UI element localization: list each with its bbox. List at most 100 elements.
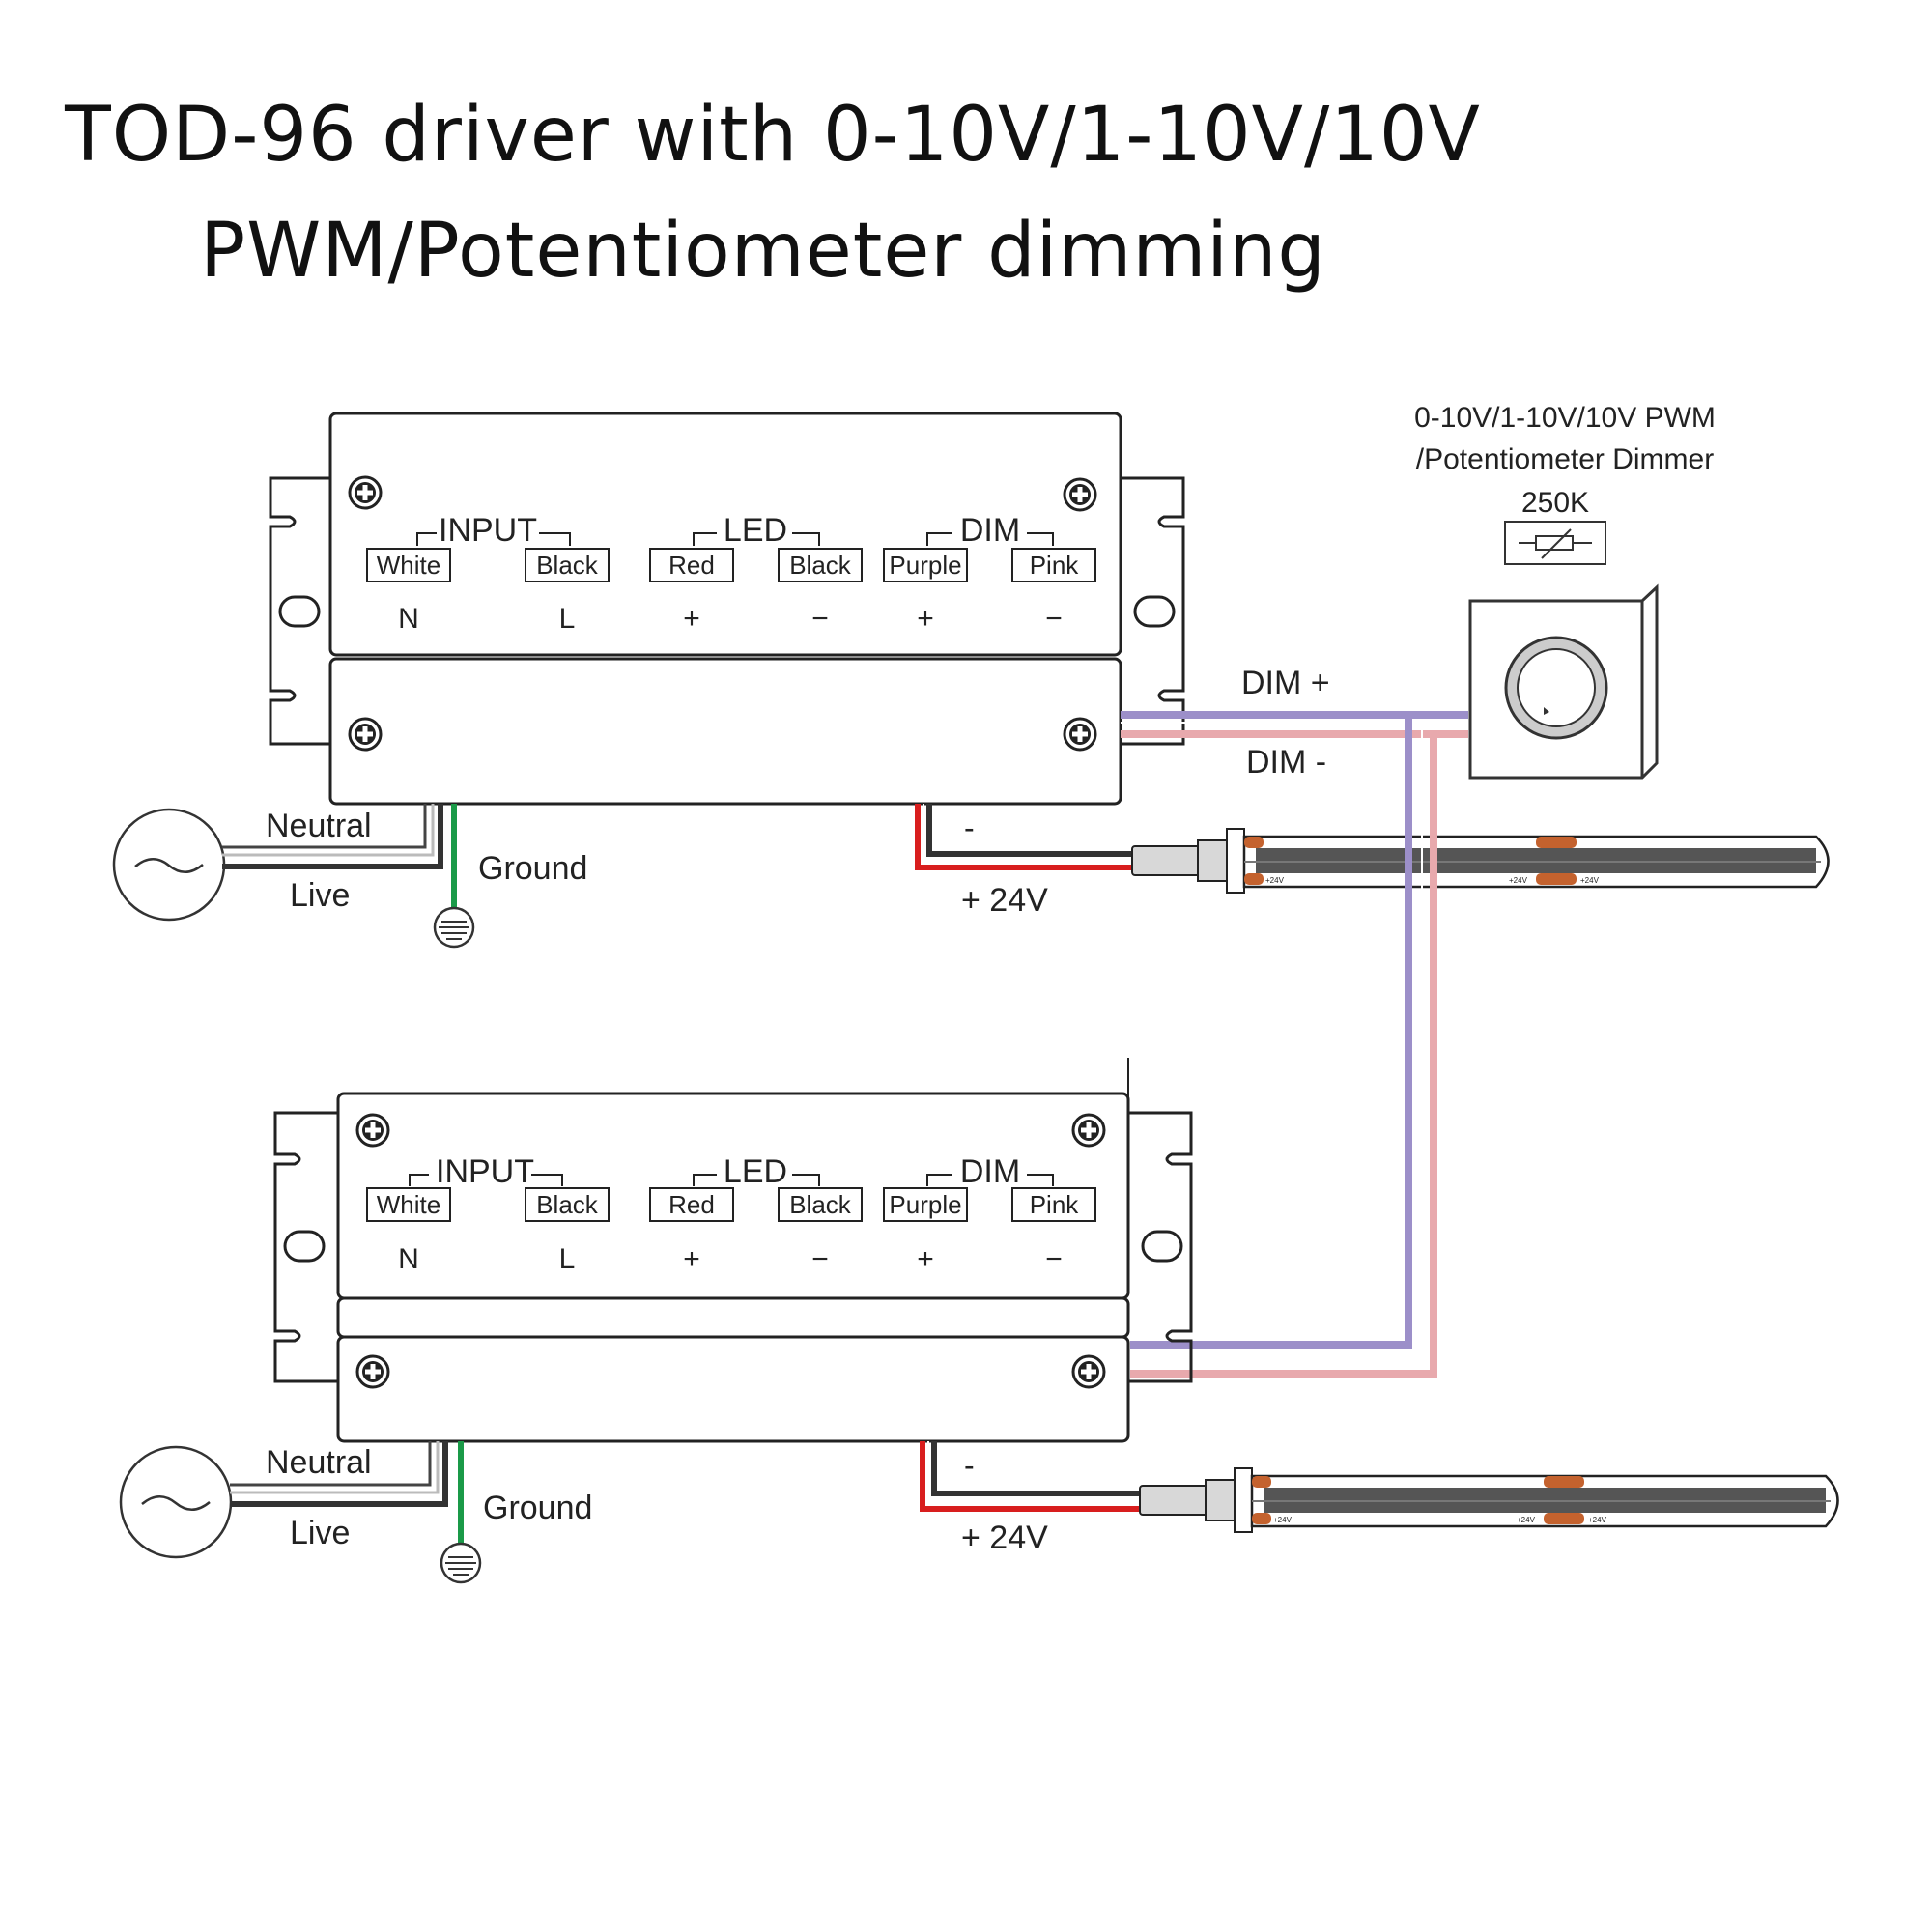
ground-label: Ground (478, 850, 587, 887)
polarity-label: − (1045, 1243, 1063, 1275)
led-minus-label: - (964, 1448, 975, 1483)
driver-top-panel (328, 412, 1122, 657)
terminal-label: Black (789, 1190, 852, 1219)
ground-label: Ground (483, 1490, 592, 1526)
group-input: INPUT (439, 512, 537, 549)
left-bracket (273, 1111, 340, 1383)
bracket-slot (1133, 595, 1176, 628)
terminal-row: White Black Red Black Purple Pink N L + … (366, 548, 1096, 635)
screw-icon (348, 717, 383, 752)
terminal-label: Red (668, 1190, 715, 1219)
driver-1: INPUT LED DIM White Black Red Black Purp… (269, 412, 1185, 806)
screw-icon (355, 1354, 390, 1389)
terminal-label: Black (536, 1190, 599, 1219)
polarity-label: + (683, 1243, 700, 1275)
terminal-label: White (377, 551, 440, 580)
strip-pad (1544, 1513, 1584, 1524)
live-label: Live (290, 877, 350, 914)
dim-plus-wire (1130, 715, 1412, 1349)
bracket-slot (278, 595, 321, 628)
screw-icon (348, 475, 383, 510)
screw-icon (1071, 1113, 1106, 1148)
polarity-label: − (1045, 603, 1063, 635)
strip-connector (1131, 845, 1201, 876)
screw-icon (1063, 477, 1097, 512)
strip-connector (1139, 1485, 1208, 1516)
ground-icon (440, 1542, 482, 1584)
screw-icon (355, 1113, 390, 1148)
ground-icon (433, 906, 475, 949)
bracket-slot (1141, 1230, 1183, 1263)
strip-pad-label: +24V (1265, 876, 1285, 885)
live-wire (222, 804, 443, 869)
group-dim: DIM (960, 1153, 1020, 1190)
polarity-label: + (917, 1243, 934, 1275)
led-minus-wire (931, 1441, 1142, 1496)
dimmer-value: 250K (1521, 487, 1589, 519)
led-plus-label: + 24V (961, 1520, 1048, 1556)
polarity-label: L (559, 1243, 576, 1275)
terminal-label: Black (789, 551, 852, 580)
polarity-label: N (398, 1243, 419, 1275)
terminal-label: Purple (889, 1190, 961, 1219)
screw-icon (1071, 1354, 1106, 1389)
driver-bottom-panel (328, 657, 1122, 806)
group-dim: DIM (960, 512, 1020, 549)
terminal-label: Red (668, 551, 715, 580)
led-plus-wire (920, 1441, 1142, 1512)
sine-wave-icon (141, 1495, 211, 1511)
title-line-2: PWM/Potentiometer dimming (200, 208, 1326, 295)
left-bracket (269, 476, 333, 746)
terminal-label: White (377, 1190, 440, 1219)
screw-icon (1063, 717, 1097, 752)
terminal-label: Pink (1030, 1190, 1080, 1219)
dim-plus-label: DIM + (1241, 665, 1330, 701)
strip-pad (1544, 1476, 1584, 1488)
neutral-wire (222, 804, 427, 849)
strip-pad (1536, 837, 1577, 848)
terminal-label: Pink (1030, 551, 1080, 580)
group-input: INPUT (436, 1153, 534, 1190)
led-strip-1: +24V +24V +24V (1131, 828, 1830, 894)
live-wire (230, 1441, 448, 1507)
strip-pad (1252, 1513, 1271, 1524)
neutral-label: Neutral (266, 1444, 372, 1481)
strip-pad-label: +24V (1517, 1516, 1536, 1524)
strip-pad (1244, 837, 1264, 848)
strip-pad (1244, 873, 1264, 885)
title-line-1: TOD-96 driver with 0-10V/1-10V/10V (65, 92, 1481, 179)
driver-bottom-panel (336, 1335, 1130, 1443)
driver-2: INPUT LED DIM White Black Red Black Purp… (273, 1058, 1193, 1443)
right-bracket (1128, 1111, 1193, 1383)
led-minus-label: - (964, 810, 975, 845)
terminal-row: White Black Red Black Purple Pink N L + … (366, 1187, 1096, 1275)
terminal-label: Purple (889, 551, 961, 580)
live-label: Live (290, 1515, 350, 1551)
dimmer: 0-10V/1-10V/10V PWM /Potentiometer Dimme… (1414, 402, 1716, 780)
polarity-label: N (398, 603, 419, 635)
strip-pad-label: +24V (1580, 876, 1600, 885)
group-led: LED (724, 1153, 787, 1190)
dimmer-label-line-2: /Potentiometer Dimmer (1416, 443, 1714, 475)
terminal-label: Black (536, 551, 599, 580)
sine-wave-icon (134, 858, 204, 873)
strip-pad-label: +24V (1588, 1516, 1607, 1524)
neutral-wire (230, 1441, 432, 1487)
polarity-label: + (683, 603, 700, 635)
strip-pad (1252, 1476, 1271, 1488)
polarity-label: − (811, 1243, 829, 1275)
led-minus-wire (926, 804, 1135, 857)
polarity-label: L (559, 603, 576, 635)
polarity-label: − (811, 603, 829, 635)
neutral-label: Neutral (266, 808, 372, 844)
dim-minus-wire (1130, 734, 1437, 1378)
led-plus-label: + 24V (961, 882, 1048, 919)
dim-minus-label: DIM - (1246, 744, 1326, 781)
bracket-slot (283, 1230, 326, 1263)
strip-pad-label: +24V (1509, 876, 1528, 885)
polarity-label: + (917, 603, 934, 635)
led-strip-2: +24V +24V +24V (1139, 1467, 1839, 1533)
group-led: LED (724, 512, 787, 549)
strip-pad-label: +24V (1273, 1516, 1293, 1524)
led-plus-wire (915, 804, 1135, 870)
